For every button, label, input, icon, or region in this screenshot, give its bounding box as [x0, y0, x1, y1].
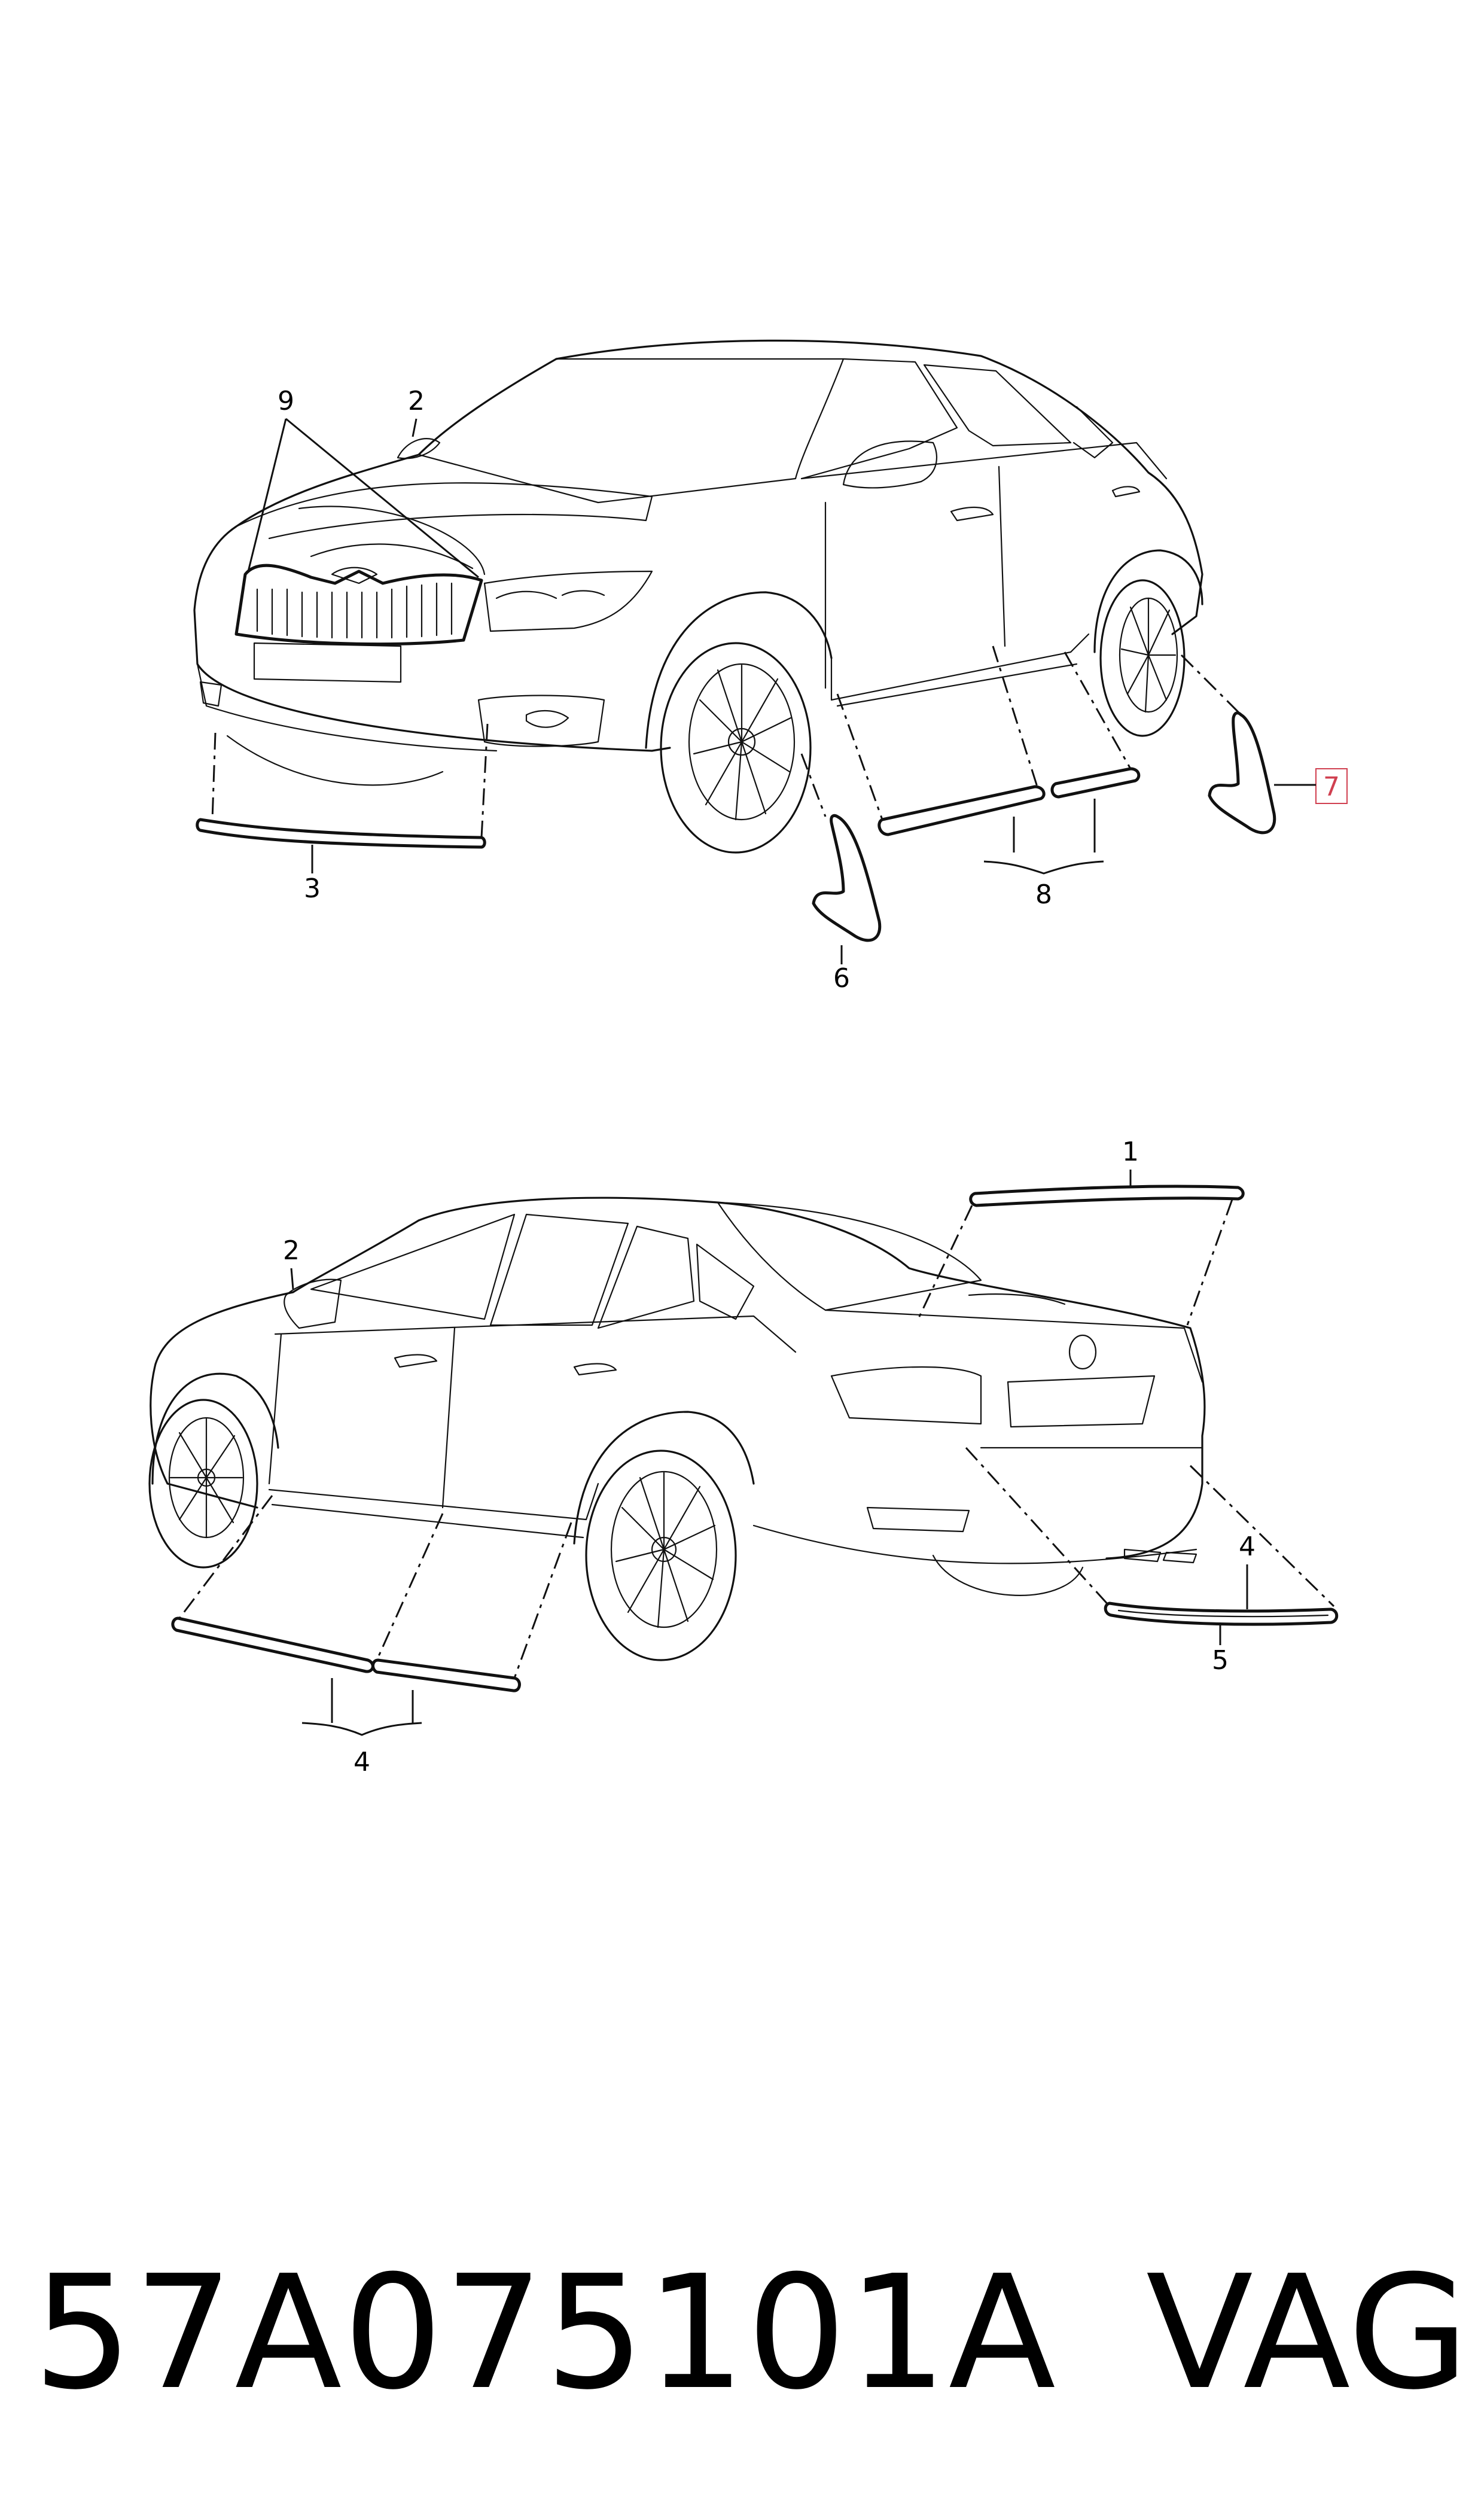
callout-6: 6: [833, 963, 850, 994]
front-view-parts: [196, 646, 1276, 942]
callout-4-rear: 4: [1239, 1531, 1256, 1562]
callout-7-box: [1315, 768, 1348, 804]
front-view-car: [193, 339, 1203, 854]
part-8-sill-trim-front: [877, 785, 1046, 836]
rear-view-car: [148, 1196, 1206, 1661]
callout-8: 8: [1035, 879, 1052, 910]
callout-2-rear: 2: [283, 1235, 300, 1266]
part-4-sill-trim-rear: [371, 1658, 521, 1692]
brand-label: VAG: [1145, 2242, 1469, 2424]
callout-7: 7: [1323, 772, 1340, 802]
callout-5: 5: [1212, 1645, 1229, 1676]
rear-view-parts: [171, 1185, 1339, 1692]
part-number: 57A075101A: [33, 2242, 1057, 2424]
part-4-sill-trim-front: [171, 1616, 374, 1673]
part-5-rear-bumper-trim: [1104, 1601, 1339, 1626]
part-7-rear-mudflap: [1208, 711, 1276, 835]
footer: 57A075101A VAG: [0, 2237, 1484, 2429]
callout-3: 3: [304, 873, 321, 904]
callout-9: 9: [278, 386, 294, 416]
part-8-sill-trim-rear: [1050, 767, 1141, 799]
callout-4-bottom: 4: [354, 1747, 370, 1777]
part-3-front-bumper-trim: [196, 818, 486, 849]
front-callouts: 9 2 3 6 8 7: [247, 386, 1348, 994]
part-6-front-mudflap: [812, 814, 882, 942]
part-1-trunk-lid-trim: [969, 1185, 1245, 1207]
callout-2-front: 2: [408, 386, 425, 416]
callout-1: 1: [1122, 1137, 1139, 1167]
rear-callouts: 1 2 4 5 4: [283, 1137, 1256, 1777]
